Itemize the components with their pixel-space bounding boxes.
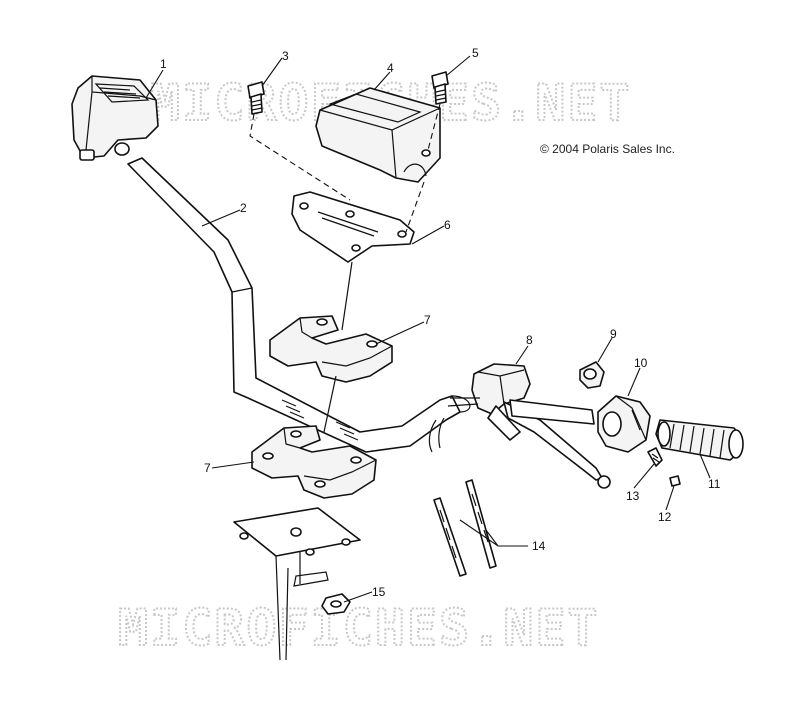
assembly-line-left bbox=[249, 113, 351, 201]
part-5-bolt bbox=[431, 71, 449, 105]
callout-7-upper: 7 bbox=[424, 313, 431, 327]
leader-lines bbox=[145, 55, 711, 603]
callout-4: 4 bbox=[387, 61, 394, 75]
callout-2: 2 bbox=[240, 201, 247, 215]
part-9-switch bbox=[579, 361, 605, 389]
part-14-cable-ties bbox=[433, 479, 497, 577]
part-11-grip bbox=[655, 419, 744, 461]
copyright-text: © 2004 Polaris Sales Inc. bbox=[540, 142, 675, 156]
callout-12: 12 bbox=[658, 510, 672, 524]
callout-7-lower: 7 bbox=[204, 461, 211, 475]
alignment-line bbox=[323, 261, 353, 433]
part-13-screw bbox=[647, 447, 663, 467]
assembly-line-right bbox=[405, 103, 441, 233]
callout-9: 9 bbox=[610, 327, 617, 341]
part-2-handlebar bbox=[127, 157, 471, 453]
callout-14: 14 bbox=[532, 539, 546, 553]
part-4-pad bbox=[315, 87, 441, 183]
callout-5: 5 bbox=[472, 46, 479, 60]
part-6-plate bbox=[291, 191, 415, 263]
part-7-lower-clamp bbox=[251, 425, 377, 499]
callout-8: 8 bbox=[526, 333, 533, 347]
callout-1: 1 bbox=[160, 57, 167, 71]
callout-13: 13 bbox=[626, 489, 640, 503]
part-7-upper-clamp bbox=[269, 315, 393, 383]
part-12-screw bbox=[669, 475, 681, 487]
callout-10: 10 bbox=[634, 356, 648, 370]
watermark-bottom: MICROFICHES.NET bbox=[118, 599, 600, 657]
part-1-throttle-housing bbox=[71, 75, 159, 161]
handlebar-right-end bbox=[509, 399, 595, 425]
part-3-bolt bbox=[247, 81, 265, 115]
callout-3: 3 bbox=[282, 49, 289, 63]
callout-11: 11 bbox=[708, 477, 721, 491]
part-15-nut bbox=[321, 593, 351, 615]
steering-post bbox=[233, 507, 361, 661]
callout-15: 15 bbox=[372, 585, 386, 599]
part-10-switch-housing bbox=[597, 395, 651, 453]
callout-6: 6 bbox=[444, 218, 451, 232]
